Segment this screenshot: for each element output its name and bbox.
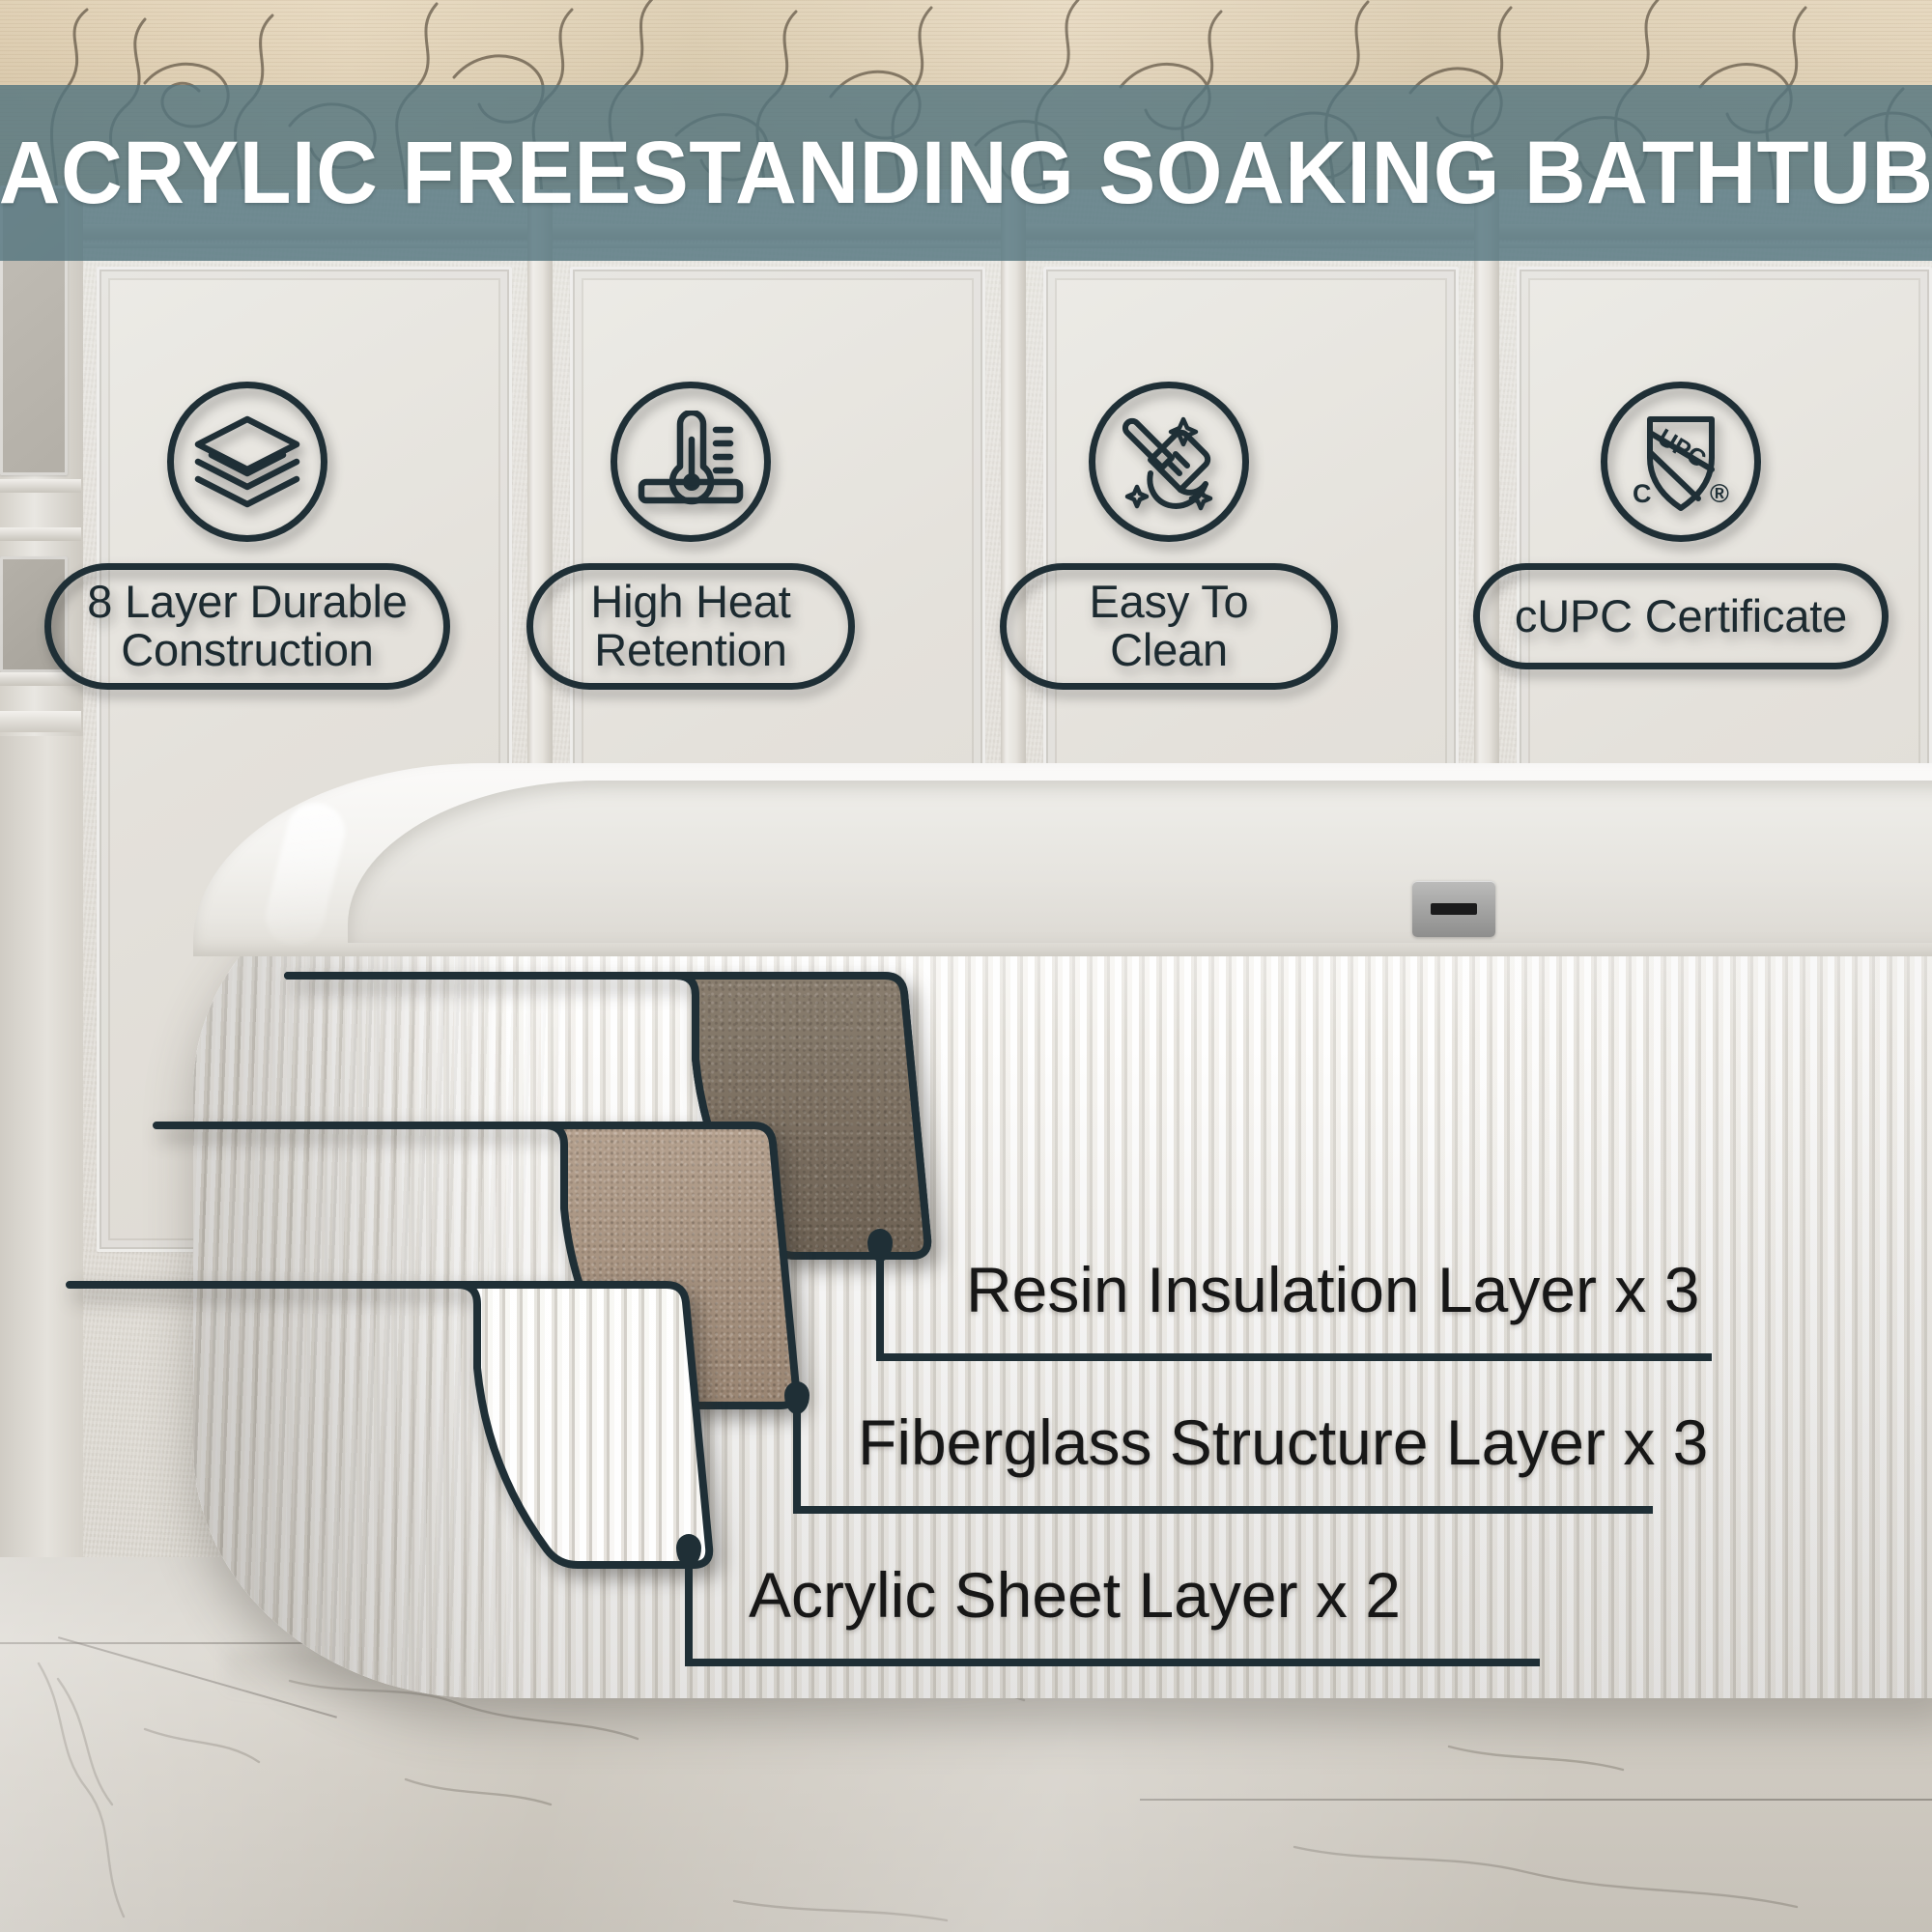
thermometer-icon [611, 382, 771, 542]
cupc-left-mark: C [1633, 479, 1652, 508]
overflow-slot [1431, 903, 1477, 915]
left-door-baseboard [0, 711, 81, 732]
page-title: ACRYLIC FREESTANDING SOAKING BATHTUB [0, 123, 1932, 222]
overflow-plate [1412, 881, 1495, 937]
feature-label-certificate: cUPC Certificate [1514, 589, 1848, 641]
feature-pill-heat: High Heat Retention [526, 563, 855, 690]
bathtub [193, 763, 1932, 1758]
feature-label-heat: High Heat Retention [590, 576, 791, 676]
feature-badge-clean[interactable]: Easy To Clean [1000, 382, 1338, 690]
left-door-rail-2 [0, 527, 81, 541]
title-banner: ACRYLIC FREESTANDING SOAKING BATHTUB [0, 85, 1932, 261]
tub-body-fluted [193, 848, 1932, 1698]
tub-shading [193, 848, 1932, 1698]
feature-label-layers: 8 Layer Durable Construction [87, 576, 408, 676]
cupc-right-mark: ® [1710, 479, 1729, 508]
layers-stack-icon [167, 382, 327, 542]
feature-label-clean: Easy To Clean [1089, 576, 1249, 676]
feature-badge-layers[interactable]: 8 Layer Durable Construction [44, 382, 450, 690]
feature-badge-row: 8 Layer Durable Construction High Heat R… [0, 382, 1932, 729]
left-door-rail-3 [0, 672, 81, 686]
cupc-shield-icon: UPC C ® [1601, 382, 1761, 542]
tub-basin-interior [348, 781, 1932, 943]
feature-badge-certificate[interactable]: UPC C ® cUPC Certificate [1473, 382, 1889, 669]
feature-pill-layers: 8 Layer Durable Construction [44, 563, 450, 690]
tile-seam-h2 [1140, 1799, 1932, 1801]
feature-pill-certificate: cUPC Certificate [1473, 563, 1889, 669]
feature-badge-heat[interactable]: High Heat Retention [526, 382, 855, 690]
feature-pill-clean: Easy To Clean [1000, 563, 1338, 690]
left-door-rail-1 [0, 479, 81, 493]
broom-sparkle-icon [1089, 382, 1249, 542]
